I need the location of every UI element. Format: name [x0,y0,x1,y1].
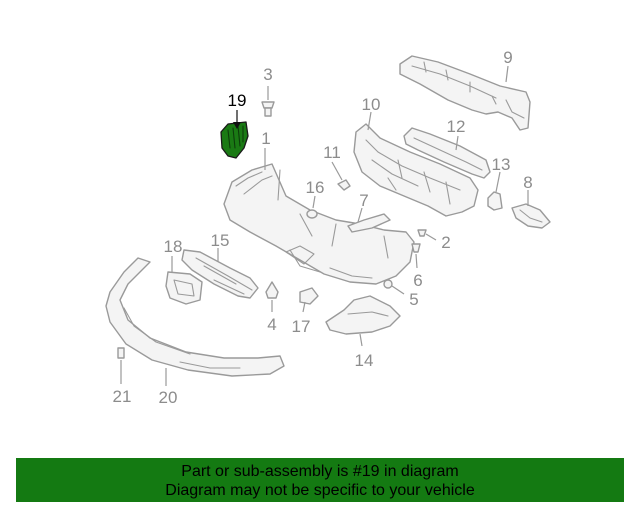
callout-18[interactable]: 18 [164,237,183,256]
callout-2[interactable]: 2 [441,233,450,252]
part-16-grommet[interactable] [306,209,318,219]
callout-13[interactable]: 13 [492,155,511,174]
callout-9[interactable]: 9 [503,48,512,67]
part-19-deflector[interactable] [220,121,249,159]
callout-17[interactable]: 17 [292,317,311,336]
part-20-valance[interactable] [105,257,285,377]
callout-4[interactable]: 4 [267,315,276,334]
part-4-clip[interactable] [265,281,279,299]
part-1-bumper-fascia[interactable] [223,163,415,285]
part-14-shield[interactable] [325,295,401,335]
part-12-reinforcement[interactable] [403,127,491,179]
parts-diagram: 19 3 1 9 10 12 11 13 8 16 7 2 18 15 6 5 … [105,48,551,407]
callout-7[interactable]: 7 [359,191,368,210]
callout-3[interactable]: 3 [263,65,272,84]
part-21-fastener[interactable] [117,347,125,359]
callout-16[interactable]: 16 [306,178,325,197]
part-11-clip[interactable] [337,179,351,191]
part-15-grille[interactable] [181,249,259,299]
callout-20[interactable]: 20 [159,388,178,407]
callout-11[interactable]: 11 [323,143,341,162]
callout-6[interactable]: 6 [413,271,422,290]
callout-10[interactable]: 10 [362,95,381,114]
part-9-radiator-support[interactable] [399,55,531,131]
part-17-bracket[interactable] [299,287,319,305]
callout-12[interactable]: 12 [447,117,466,136]
info-banner: Part or sub-assembly is #19 in diagram D… [16,458,624,502]
part-10-energy-absorber[interactable] [353,123,479,217]
callout-21[interactable]: 21 [113,387,132,406]
callout-5[interactable]: 5 [409,290,418,309]
banner-line-1: Part or sub-assembly is #19 in diagram [181,463,459,480]
callout-14[interactable]: 14 [355,351,374,370]
callout-19[interactable]: 19 [228,91,247,110]
part-6-retainer[interactable] [411,243,421,253]
part-13-bracket[interactable] [487,191,503,211]
callout-15[interactable]: 15 [211,231,230,250]
leader-lines [120,65,529,386]
callout-labels: 19 3 1 9 10 12 11 13 8 16 7 2 18 15 6 5 … [113,48,533,407]
part-3-fastener[interactable] [261,101,275,117]
part-5-bolt[interactable] [383,279,393,289]
part-2-screw[interactable] [417,229,427,237]
part-8-bracket[interactable] [511,203,551,229]
callout-1[interactable]: 1 [261,129,270,148]
banner-line-2: Diagram may not be specific to your vehi… [165,482,475,499]
part-18-lamp[interactable] [165,271,203,305]
part-7-trim[interactable] [347,213,391,233]
callout-8[interactable]: 8 [523,173,532,192]
